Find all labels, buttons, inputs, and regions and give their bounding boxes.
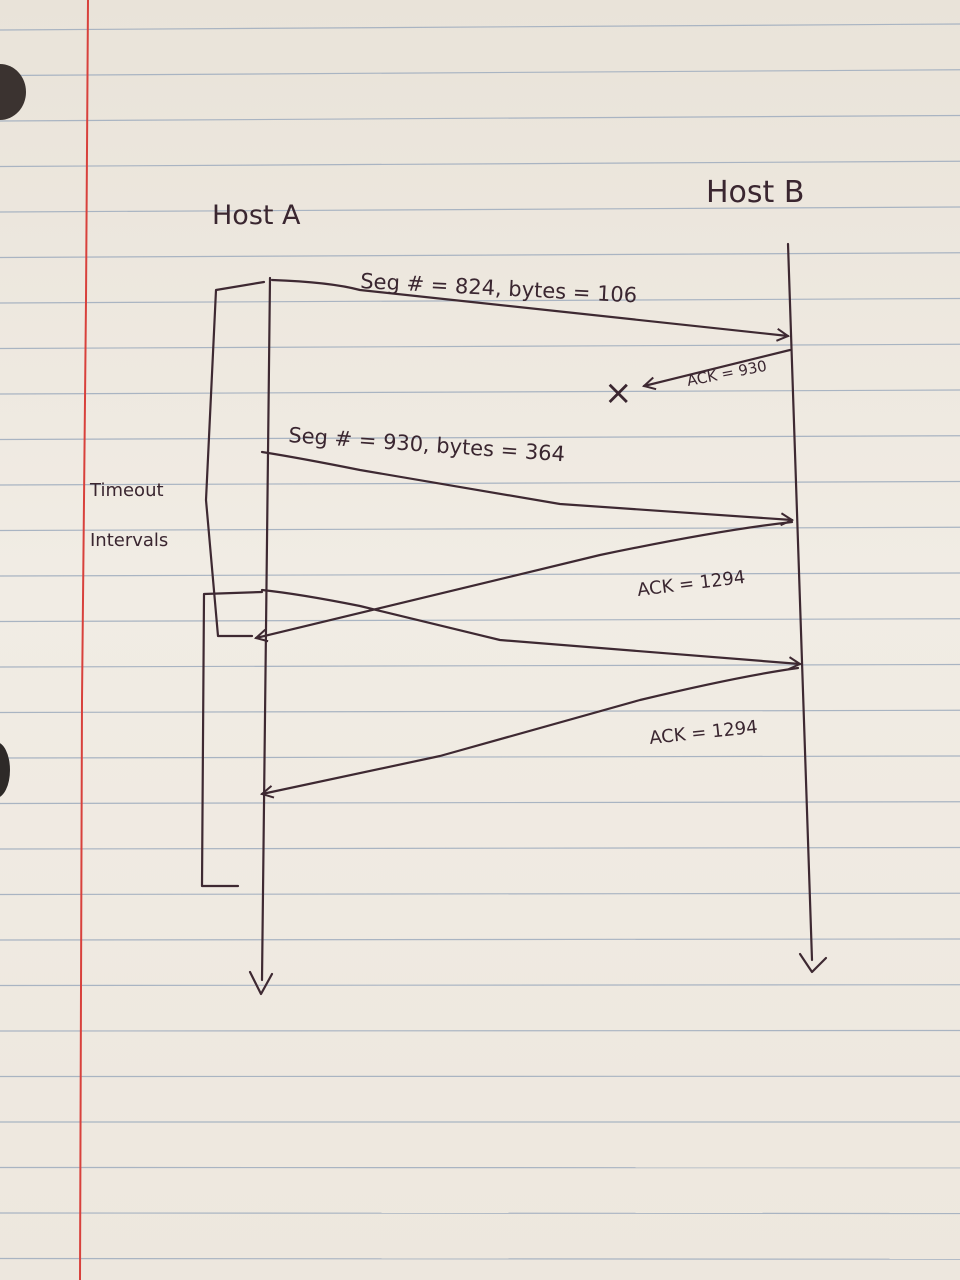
- lost-marker: ×: [604, 373, 633, 413]
- ack-1-label: ACK = 930: [685, 357, 768, 390]
- host-a-timeline-arrow: [248, 970, 274, 996]
- rule-line: [0, 526, 960, 532]
- segment-1-arrow: [270, 278, 788, 336]
- segment-2-arrow: [260, 450, 792, 520]
- segment-2-label: Seg # = 930, bytes = 364: [288, 423, 566, 466]
- rule-line: [0, 572, 960, 577]
- rule-line: [0, 389, 960, 395]
- rule-line: [0, 892, 960, 896]
- segment-1-label: Seg # = 824, bytes = 106: [360, 269, 638, 307]
- rule-line: [0, 984, 960, 987]
- host-a-timeline: [260, 276, 272, 982]
- rule-line: [0, 435, 960, 441]
- rule-line: [0, 297, 960, 304]
- rule-line: [0, 1029, 960, 1032]
- rule-line: [0, 663, 960, 668]
- rule-line: [0, 1257, 960, 1260]
- ack-2-label: ACK = 1294: [636, 567, 746, 601]
- retransmit-arrow: [260, 588, 800, 664]
- ack-2-arrow: [256, 520, 794, 638]
- rule-line: [0, 846, 960, 850]
- host-a-label: Host A: [212, 200, 301, 231]
- rule-line: [0, 252, 960, 259]
- rule-line: [0, 938, 960, 941]
- ack-3-arrow: [262, 666, 800, 794]
- rule-line: [0, 343, 960, 350]
- ruled-lines: [0, 23, 960, 1260]
- host-b-timeline: [786, 242, 814, 962]
- rule-line: [0, 114, 960, 122]
- ack-3-label: ACK = 1294: [648, 717, 758, 749]
- margin-line: [79, 0, 89, 1280]
- rule-line: [0, 618, 960, 623]
- timeout-bracket-1: [204, 280, 266, 638]
- rule-line: [0, 160, 960, 168]
- rule-line: [0, 480, 960, 486]
- ack-1-arrow: [644, 348, 792, 386]
- rule-line: [0, 69, 960, 77]
- binder-hole-middle: [0, 743, 10, 797]
- rule-line: [0, 1212, 960, 1215]
- binder-hole-top: [0, 64, 26, 120]
- host-b-timeline-arrow: [798, 952, 828, 974]
- host-b-label: Host B: [706, 175, 804, 210]
- intervals-label: Intervals: [90, 530, 168, 551]
- rule-line: [0, 206, 960, 213]
- timeout-bracket-2: [200, 590, 264, 888]
- rule-line: [0, 23, 960, 31]
- rule-line: [0, 801, 960, 805]
- rule-line: [0, 755, 960, 759]
- timeout-label: Timeout: [89, 480, 164, 501]
- rule-line: [0, 709, 960, 714]
